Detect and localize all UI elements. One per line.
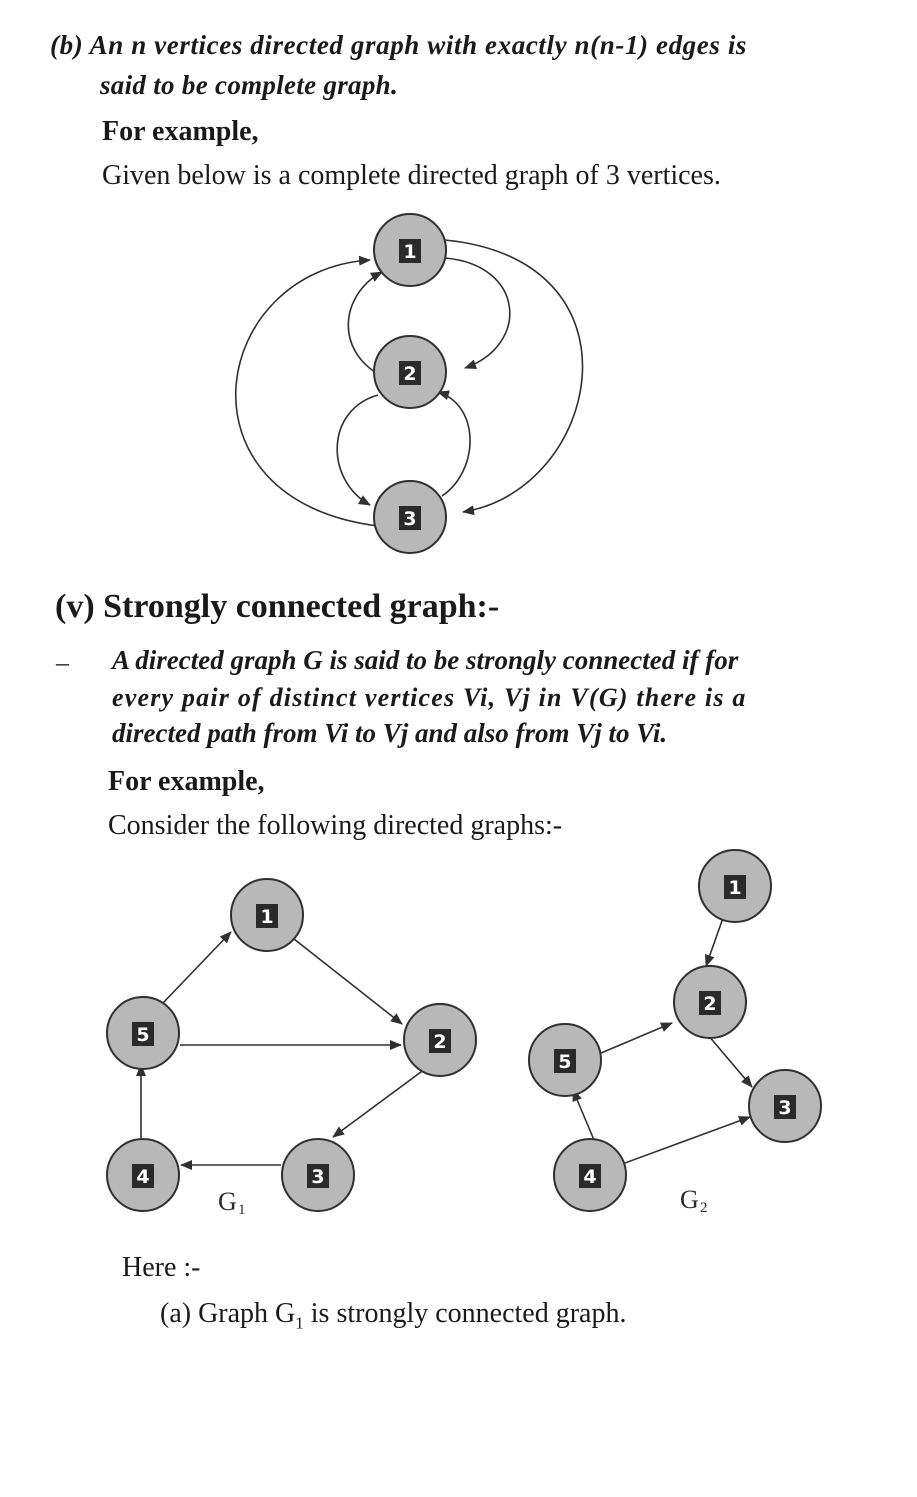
g2-edge-5-to-2	[600, 1022, 673, 1054]
definition-strongly-connected-line-3: directed path from Vi to Vj and also fro…	[112, 718, 668, 748]
for-example-heading-2: For example,	[108, 766, 265, 797]
definition-complete-graph-line-2: said to be complete graph.	[100, 70, 399, 100]
g1-node-4-label: 4	[136, 1166, 149, 1188]
g1-node-5-label: 5	[136, 1024, 149, 1046]
graph-g2: 1 2 3 4 5 G 2	[528, 849, 822, 1216]
g1-edge-2-to-3	[332, 1068, 426, 1138]
g1-node-2: 2	[403, 1003, 477, 1077]
edge-1-to-3	[444, 239, 584, 516]
for-example-heading: For example,	[102, 116, 259, 147]
cg-node-3-label: 3	[403, 508, 416, 530]
g2-node-3: 3	[748, 1069, 822, 1143]
g2-edge-1-to-2	[704, 917, 724, 967]
g1-node-3-label: 3	[311, 1166, 324, 1188]
bullet-dash: –	[56, 648, 69, 677]
section-title-strongly-connected: (v) Strongly connected graph:-	[55, 588, 500, 625]
complete-graph: 1 2 3	[234, 213, 584, 554]
g2-label-subscript: 2	[700, 1200, 708, 1216]
g2-node-5: 5	[528, 1023, 602, 1097]
edge-2-to-1	[347, 271, 383, 376]
g2-node-2-label: 2	[703, 993, 716, 1015]
g2-label: G	[680, 1185, 699, 1214]
point-a-prefix: (a) Graph G	[160, 1298, 296, 1329]
g1-label-subscript: 1	[238, 1202, 246, 1218]
edge-3-to-1	[234, 255, 379, 527]
cg-node-2-label: 2	[403, 363, 416, 385]
definition-complete-graph-line-1: (b) An n vertices directed graph with ex…	[50, 30, 748, 60]
g2-edge-2-to-3	[707, 1034, 753, 1088]
edge-2-to-3	[336, 394, 379, 506]
g1-node-1-label: 1	[260, 906, 273, 928]
g1-edge-5-to-1	[162, 931, 232, 1004]
g1-node-5: 5	[106, 996, 180, 1070]
g2-node-1-label: 1	[728, 877, 741, 899]
g2-node-4: 4	[553, 1138, 627, 1212]
g1-node-3: 3	[281, 1138, 355, 1212]
definition-strongly-connected-line-1: A directed graph G is said to be strongl…	[112, 645, 739, 675]
g2-edge-4-to-5	[572, 1089, 595, 1141]
g1-node-2-label: 2	[433, 1031, 446, 1053]
g1-label: G	[218, 1187, 237, 1216]
g1-node-1: 1	[230, 878, 304, 952]
point-a-suffix: is strongly connected graph.	[303, 1298, 627, 1329]
g2-node-5-label: 5	[558, 1051, 571, 1073]
g2-node-4-label: 4	[583, 1166, 596, 1188]
point-a-subscript: 1	[295, 1313, 304, 1333]
g2-edge-4-to-3	[624, 1116, 751, 1164]
graph-g1: 1 2 3 4 5 G 1	[106, 878, 477, 1218]
edge-3-to-2	[437, 390, 471, 497]
complete-graph-caption: Given below is a complete directed graph…	[102, 160, 721, 191]
g1-node-4: 4	[106, 1138, 180, 1212]
cg-node-1: 1	[373, 213, 447, 287]
cg-node-3: 3	[373, 480, 447, 554]
here-label: Here :-	[122, 1252, 201, 1283]
cg-node-2: 2	[373, 335, 447, 409]
directed-graphs-caption: Consider the following directed graphs:-	[108, 810, 563, 841]
g2-node-3-label: 3	[778, 1097, 791, 1119]
definition-strongly-connected-line-2: every pair of distinct vertices Vi, Vj i…	[112, 683, 747, 712]
g1-edge-1-to-2	[293, 938, 403, 1025]
g2-node-2: 2	[673, 965, 747, 1039]
g2-node-1: 1	[698, 849, 772, 923]
edge-1-to-2	[444, 257, 511, 370]
cg-node-1-label: 1	[403, 241, 416, 263]
point-a-statement: (a) Graph G1 is strongly connected graph…	[160, 1298, 626, 1334]
